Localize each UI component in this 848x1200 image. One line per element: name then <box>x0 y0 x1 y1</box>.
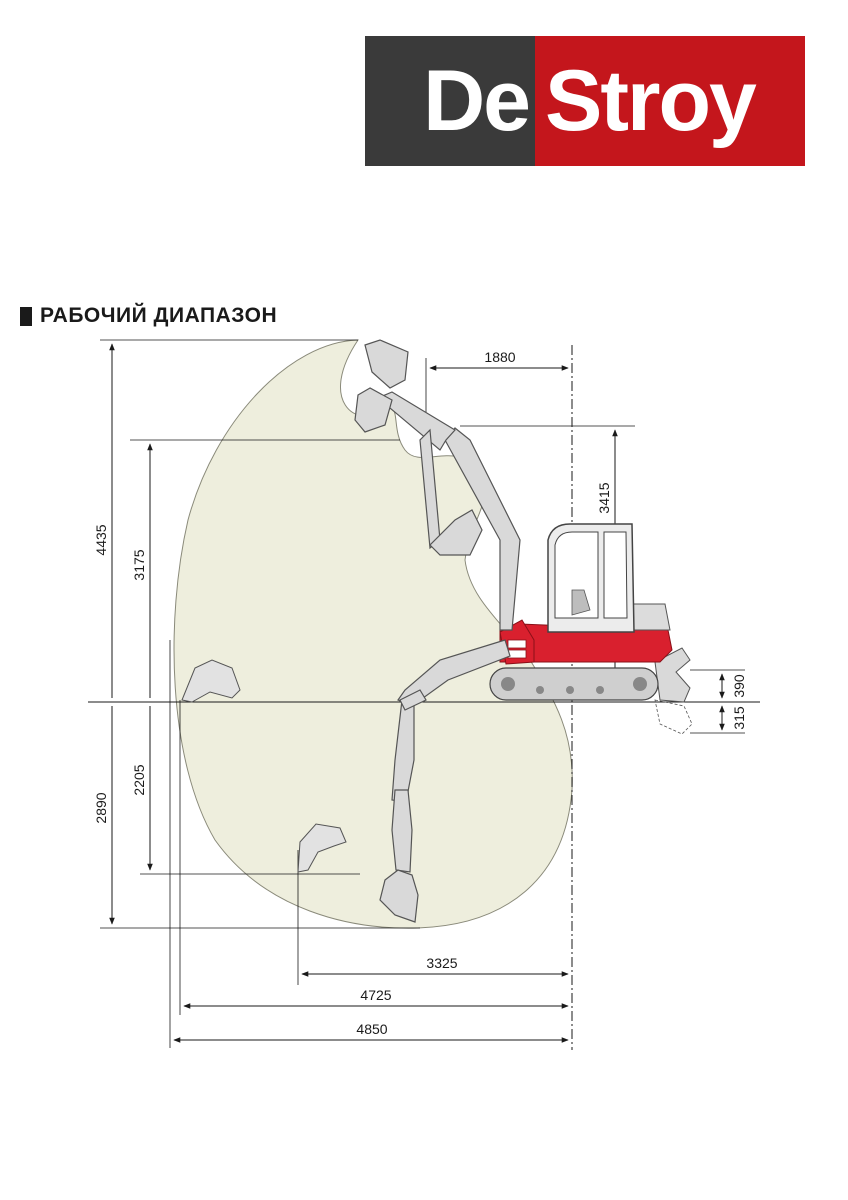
counterweight <box>629 603 671 631</box>
cab-window-front <box>554 531 599 619</box>
label-max-dig-height: 4435 <box>93 524 109 555</box>
heading-marker <box>20 306 32 326</box>
label-reach-at-ground: 4725 <box>360 987 391 1003</box>
extension-lines <box>100 339 745 1048</box>
label-max-dump-height: 3175 <box>131 549 147 580</box>
logo-left-panel: De <box>365 36 535 166</box>
bucket-positions <box>181 659 347 873</box>
boom-arm-upper <box>354 339 521 631</box>
label-vertical-wall-depth: 2205 <box>131 764 147 795</box>
dimension-labels: 4435 3175 2890 2205 1880 3415 390 315 33… <box>93 349 747 1037</box>
dozer-blade <box>654 647 691 703</box>
section-title: РАБОЧИЙ ДИАПАЗОН <box>40 304 278 327</box>
bucket-depth-reach <box>297 823 347 873</box>
dimension-lines <box>109 343 725 1043</box>
boom-arm-lower <box>379 639 511 923</box>
bucket-ground-reach <box>181 659 241 703</box>
dozer-blade-lowered <box>654 699 693 735</box>
logo-text-stroy: Stroy <box>545 53 757 149</box>
label-blade-depth: 315 <box>731 706 747 730</box>
section-heading: РАБОЧИЙ ДИАПАЗОН <box>20 304 277 328</box>
label-blade-lift: 390 <box>731 674 747 698</box>
logo-text-de: De <box>423 53 531 149</box>
label-reach-at-depth: 3325 <box>426 955 457 971</box>
label-max-reach: 4850 <box>356 1021 387 1037</box>
track-undercarriage <box>489 667 659 701</box>
logo-right-panel: Stroy <box>535 36 805 166</box>
cab-window-rear <box>603 531 628 619</box>
excavator <box>489 523 693 735</box>
label-min-swing-radius: 1880 <box>484 349 515 365</box>
label-height-at-min-radius: 3415 <box>596 482 612 513</box>
destroy-logo: De Stroy <box>365 36 805 166</box>
operator-seat <box>571 589 591 616</box>
label-max-dig-depth: 2890 <box>93 792 109 823</box>
